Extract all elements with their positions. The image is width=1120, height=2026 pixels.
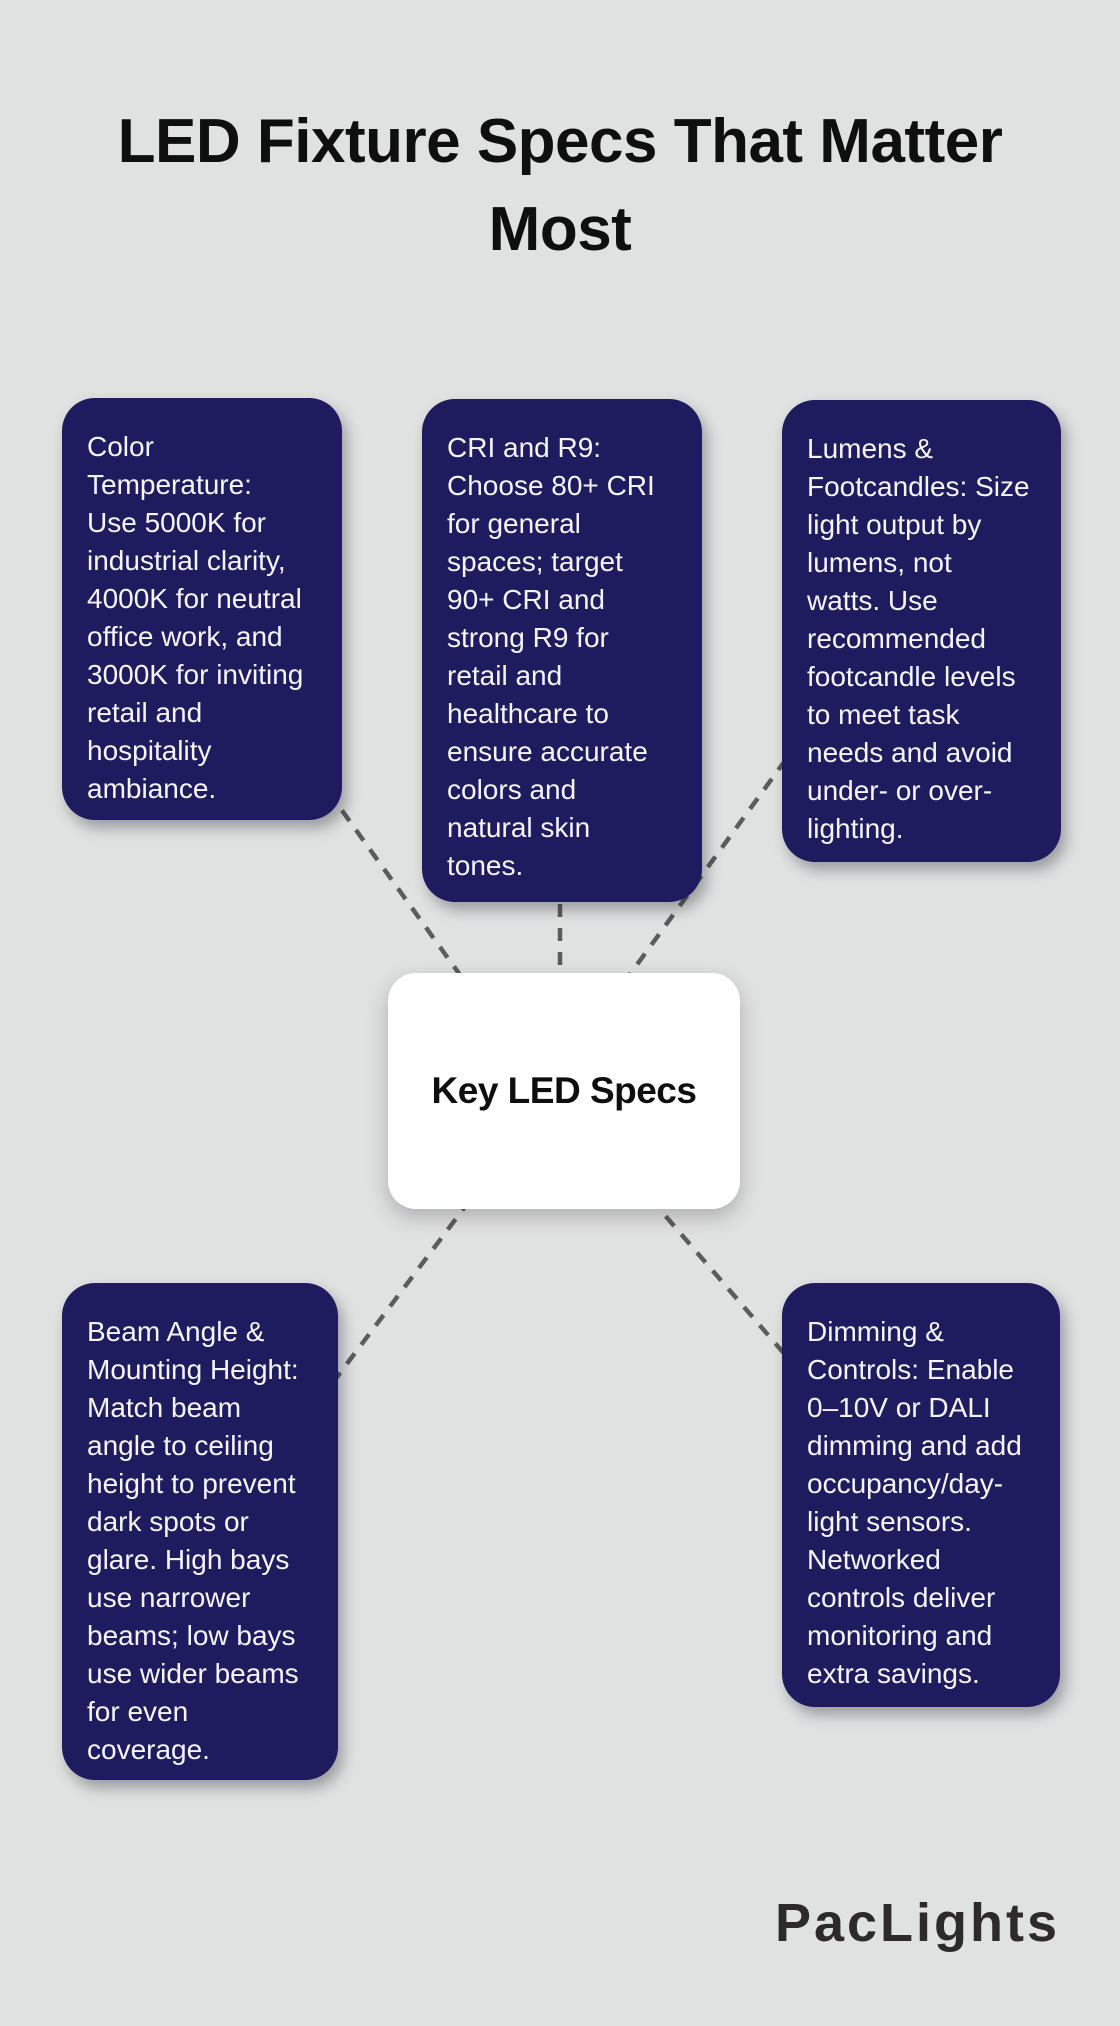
spec-card-text: Color Temperature: Use 5000K for industr… [87,431,304,804]
center-node: Key LED Specs [388,973,740,1209]
connector-beam-angle-mounting-height [323,1198,472,1395]
spec-card-text: Lumens & Footcandles: Size light output … [807,433,1030,844]
brand-logo: PacLights [774,1893,1060,1953]
center-node-label: Key LED Specs [431,1070,697,1111]
connector-dimming-controls [648,1196,802,1374]
spec-card-lumens-footcandles: Lumens & Footcandles: Size light output … [782,400,1061,862]
spec-card-text: Dimming & Controls: Enable 0–10V or DALI… [807,1316,1022,1689]
spec-card-cri-and-r9: CRI and R9: Choose 80+ CRI for general s… [422,399,702,902]
spec-card-text: CRI and R9: Choose 80+ CRI for general s… [447,432,655,881]
spec-card-beam-angle-mounting-height: Beam Angle & Mounting Height: Match beam… [62,1283,338,1780]
spec-card-color-temperature: Color Temperature: Use 5000K for industr… [62,398,342,820]
connector-lumens-footcandles [613,738,802,997]
page-title: LED Fixture Specs That Matter Most [117,107,1003,264]
spec-card-text: Beam Angle & Mounting Height: Match beam… [87,1316,299,1765]
spec-card-dimming-controls: Dimming & Controls: Enable 0–10V or DALI… [782,1283,1060,1707]
